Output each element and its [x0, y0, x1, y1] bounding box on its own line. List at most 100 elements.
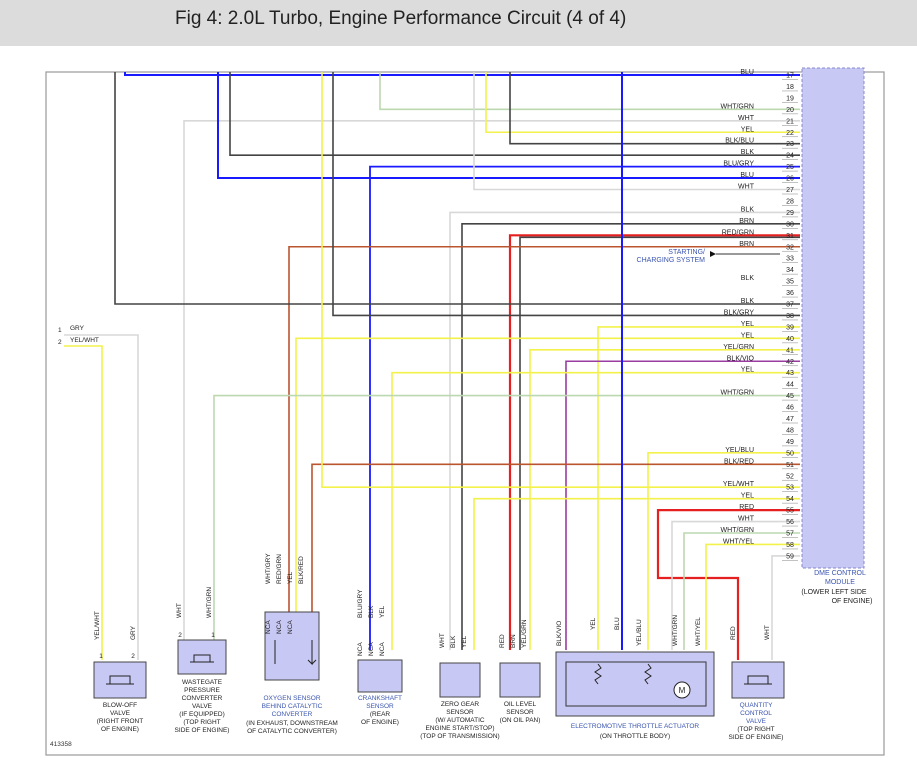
pin-number: 27 — [786, 187, 794, 194]
pin-wire-label: BLK — [741, 298, 755, 305]
pin-number: 40 — [786, 336, 794, 343]
starting-charging-arrow — [710, 251, 716, 257]
pin-number: 57 — [786, 531, 794, 538]
throttle-wire-label: YEL/BLU — [636, 619, 643, 646]
wire-pin54-yel — [473, 497, 800, 650]
blowoff-pin: 1 — [99, 653, 103, 660]
throttle-location: (ON THROTTLE BODY) — [600, 733, 670, 740]
pin-number: 36 — [786, 290, 794, 297]
figure-number: 413358 — [50, 741, 72, 748]
pin-number: 54 — [786, 496, 794, 503]
oxygen-sensor-box — [264, 611, 320, 681]
pin-wire-label: WHT — [738, 115, 755, 122]
pin-wire-label: YEL/WHT — [723, 481, 755, 488]
wire-pin58-wht-yel — [705, 543, 800, 650]
pin-wire-label: WHT/GRN — [721, 390, 754, 397]
crankshaft-wire-label: BLU/GRY — [357, 589, 364, 618]
pin-number: 34 — [786, 267, 794, 274]
oxygen-wire-label: RED/GRN — [276, 554, 283, 584]
pin-number: 53 — [786, 485, 794, 492]
pin-wire-label: YEL/BLU — [725, 447, 754, 454]
throttle-wire-label: WHT/GRN — [672, 615, 679, 646]
pin-wire-label: BRN — [739, 218, 754, 225]
pin-wire-label: BLU/GRY — [723, 161, 754, 168]
pin-number: 26 — [786, 176, 794, 183]
crankshaft-wire-label: BLK — [368, 605, 375, 618]
pin-wire-label: BLK — [741, 275, 755, 282]
wire-blowoff-yel-wht — [64, 345, 103, 660]
pin-wire-label: BLK/GRY — [724, 309, 755, 316]
pin-number: 29 — [786, 210, 794, 217]
pin-number: 39 — [786, 324, 794, 331]
quantity-wire-label: RED — [730, 626, 737, 640]
wastegate-pin: 1 — [211, 632, 215, 639]
pin-number: 30 — [786, 221, 794, 228]
pin-number: 48 — [786, 427, 794, 434]
pin-wire-label: WHT/GRN — [721, 103, 754, 110]
pin-wire-label: YEL — [741, 126, 754, 133]
pin-number: 33 — [786, 256, 794, 263]
pin-wire-label: YEL — [741, 332, 754, 339]
wire-pin43-yel — [391, 371, 800, 650]
pin-number: 46 — [786, 405, 794, 412]
wire-pin39-yel — [597, 326, 800, 650]
throttle-actuator-box — [555, 651, 715, 717]
wire-pin59 — [771, 555, 800, 660]
pin-wire-label: YEL — [741, 321, 754, 328]
dme-control-module-block — [801, 67, 865, 569]
wire-pin38-blk-gry — [332, 72, 800, 317]
pin-wire-label: BRN — [739, 241, 754, 248]
pin-labels-group: 17BLU181920WHT/GRN21WHT22YEL23BLK/BLU24B… — [721, 69, 798, 561]
coil-icon — [106, 675, 134, 685]
wastegate-valve-box — [177, 639, 227, 675]
wire-pin32-red-grn — [288, 245, 800, 650]
wastegate-pin: 2 — [178, 632, 182, 639]
oillevel-location: (ON OIL PAN) — [500, 717, 541, 724]
heater-icon — [274, 640, 317, 666]
wire-pin41-yel-grn — [529, 348, 800, 650]
pin-number: 25 — [786, 164, 794, 171]
pin-wire-label: BLK — [741, 149, 755, 156]
oillevel-wire-label: RED — [499, 634, 506, 648]
pin-number: 17 — [786, 73, 794, 80]
oil-level-sensor-box — [499, 662, 541, 698]
pin-number: 22 — [786, 130, 794, 137]
pin-number: 50 — [786, 450, 794, 457]
wire-pin26-blu — [217, 72, 800, 180]
pin-number: 24 — [786, 153, 794, 160]
pin-wire-label: YEL — [741, 493, 754, 500]
coil-icon — [744, 675, 772, 685]
wire-pin24-blk — [229, 72, 800, 156]
blowoff-pin-num: 2 — [58, 339, 62, 346]
wastegate-wire-label: WHT/GRN — [206, 587, 213, 618]
oxygen-nca-label: NCA — [287, 620, 294, 634]
blowoff-pin-num: 1 — [58, 327, 62, 334]
pin-number: 18 — [786, 84, 794, 91]
wire-pin42-blk-vio — [565, 360, 800, 650]
pin-number: 52 — [786, 473, 794, 480]
oillevel-wire-label: BRN — [510, 634, 517, 648]
throttle-inner-frame — [565, 661, 707, 707]
pin-number: 55 — [786, 508, 794, 515]
diagram-frame — [45, 71, 885, 756]
wires-group — [64, 72, 800, 660]
wire-blowoff-gry — [64, 334, 139, 660]
pin-wire-label: BLK/VIO — [727, 355, 755, 362]
throttle-wire-label: BLK/VIO — [556, 621, 563, 646]
wire-pin29 — [449, 211, 800, 650]
pin-number: 43 — [786, 370, 794, 377]
wire-pin20-wht-grn — [379, 72, 800, 111]
wire-pin55-red — [656, 509, 800, 660]
